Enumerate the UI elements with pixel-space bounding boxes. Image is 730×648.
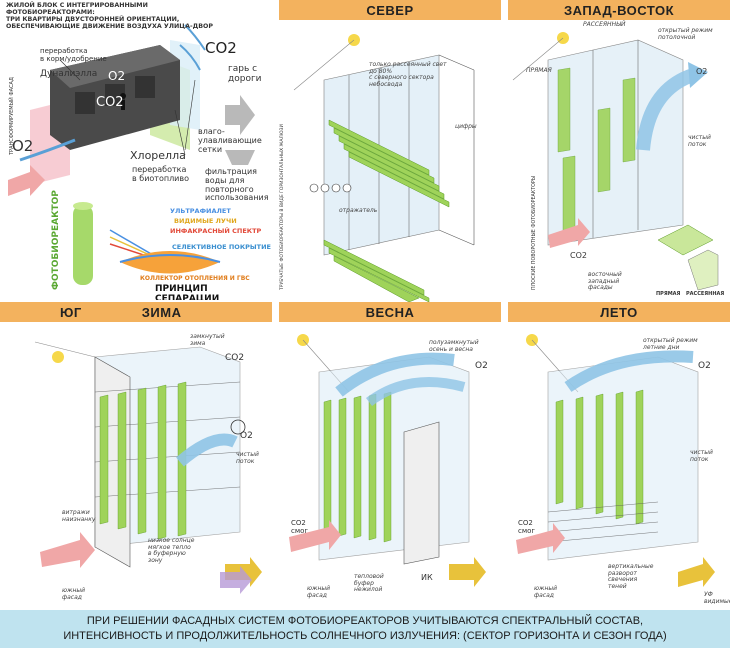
south-note-vit: витражи наизнанку	[62, 509, 96, 523]
o2-inside-label: O2	[108, 69, 126, 83]
south-note-closed: замкнутый зима	[190, 333, 225, 347]
summer-co2: CO2 смог	[518, 519, 536, 535]
footer-line-2: ИНТЕНСИВНОСТЬ И ПРОДОЛЖИТЕЛЬНОСТЬ СОЛНЕЧ…	[63, 630, 667, 642]
summer-panel: ЛЕТО открытый режим летние дни O2 чистый…	[508, 302, 730, 608]
we-side-label: ПЛОСКИЕ ПОВОРОТНЫЕ ФОТОБИОРЕАКТОРЫ	[532, 175, 537, 290]
west-east-header: ЗАПАД-ВОСТОК	[508, 0, 730, 20]
summer-o2: O2	[698, 361, 711, 371]
infrared-label: ИНФАКРАСНЫЙ СПЕКТР	[170, 227, 262, 235]
summer-note-uv: УФ видимые	[704, 591, 730, 605]
concept-title: ЖИЛОЙ БЛОК С ИНТЕГРИРОВАННЫМИ ФОТОБИОРЕА…	[6, 2, 213, 30]
filtration-label: фильтрация воды для повторного использов…	[205, 167, 269, 203]
spring-note-facade: южный фасад	[307, 585, 331, 599]
uv-label: УЛЬТРАФИАЛЕТ	[170, 207, 231, 215]
summer-note-shade: вертикальные разворот свечения теней	[608, 563, 654, 590]
north-note-diffuse: только рассеянный свет до 80% с северног…	[369, 61, 447, 88]
south-note-clean: чистый поток	[236, 451, 259, 465]
we-o2: O2	[696, 67, 708, 76]
separation-principle-label: ПРИНЦИП СЕПАРАЦИИ	[155, 284, 220, 300]
feed-processing-label: переработка в корм/удобрение	[40, 47, 107, 63]
co2-top-label: CO2	[205, 39, 237, 57]
pbr-label: ФОТОБИОРЕАКТОР	[51, 190, 61, 290]
spring-co2: CO2 смог	[291, 519, 309, 535]
concept-panel: ЖИЛОЙ БЛОК С ИНТЕГРИРОВАННЫМИ ФОТОБИОРЕА…	[0, 0, 272, 300]
we-co2: CO2	[570, 251, 587, 260]
chlorella-label: Хлорелла	[130, 149, 186, 162]
o2-left-label: O2	[12, 137, 34, 155]
we-note-facade: восточный западный фасады	[588, 271, 622, 292]
winter-header: ЗИМА	[141, 304, 182, 320]
summer-sketch	[516, 334, 715, 587]
west-east-panel: ЗАПАД-ВОСТОК РАССЕЯННЫЙ ПРЯМАЯ открытый …	[508, 0, 730, 302]
selective-coating-label: СЕЛЕКТИВНОЕ ПОКРЫТИЕ	[172, 243, 271, 251]
south-co2: CO2	[225, 353, 245, 363]
summer-note-clean: чистый поток	[690, 449, 713, 463]
north-sketch	[293, 34, 475, 302]
spring-panel: ВЕСНА полузамкнутый осень и весна O2 CO2…	[279, 302, 501, 608]
we-legend-diffuse: РАССЕЯННАЯ	[686, 291, 725, 297]
footer-line-1: ПРИ РЕШЕНИИ ФАСАДНЫХ СИСТЕМ ФОТОБИОРЕАКТ…	[86, 615, 644, 628]
summer-note-facade: южный фасад	[534, 585, 558, 599]
spring-sketch	[289, 334, 486, 587]
south-o2: O2	[240, 431, 253, 441]
mesh-label: влаго- улавливающие сетки	[198, 127, 262, 154]
south-winter-panel: ЮГ ЗИМА замкнутый зима CO2 O2 чистый пот…	[0, 302, 272, 608]
south-note-facade: южный фасад	[62, 587, 86, 601]
we-note-clean: чистый поток	[688, 134, 711, 148]
we-note-open: открытый режим потолочной	[658, 27, 713, 41]
summer-header: ЛЕТО	[508, 302, 730, 322]
north-note-figures: цифры	[455, 123, 477, 130]
summer-note-open: открытый режим летние дни	[643, 337, 698, 351]
north-header: СЕВЕР	[279, 0, 501, 20]
west-east-sketch	[512, 32, 719, 291]
co2-inside-label: CO2	[96, 95, 124, 110]
north-panel: СЕВЕР только рассеянны	[279, 0, 501, 302]
dunaliella-label: Дуналиэлла	[40, 69, 98, 79]
footer-caption: ПРИ РЕШЕНИИ ФАСАДНЫХ СИСТЕМ ФОТОБИОРЕАКТ…	[0, 610, 730, 648]
concept-illustration	[8, 24, 255, 285]
spring-header: ВЕСНА	[279, 302, 501, 322]
south-header: ЮГ	[60, 304, 82, 320]
biofuel-processing-label: переработка в биотопливо	[132, 165, 189, 183]
north-note-reflector: отражатель	[339, 207, 378, 214]
spring-o2: O2	[475, 361, 488, 371]
we-note-diffuse: РАССЕЯННЫЙ	[583, 21, 626, 28]
south-header-bar: ЮГ ЗИМА	[0, 302, 272, 322]
we-note-direct: ПРЯМАЯ	[526, 67, 552, 74]
collector-label: КОЛЛЕКТОР ОТОПЛЕНИЯ И ГВС	[140, 275, 250, 282]
spring-ik: ИК	[421, 573, 433, 582]
south-note-lowsun: низкое солнце мягкое тепло в буферную зо…	[148, 537, 195, 564]
spring-note-semi: полузамкнутый осень и весна	[429, 339, 479, 353]
south-winter-sketch	[34, 341, 262, 594]
north-side-label: ТРУБЧАТЫЕ ФОТОБИОРЕАКТОРЫ В ВИДЕ ГОРИЗОН…	[280, 124, 285, 290]
soot-label: гарь с дороги	[228, 64, 262, 84]
we-legend-direct: ПРЯМАЯ	[656, 291, 681, 297]
spring-note-buffer: тепловой буфер нежилой	[354, 573, 384, 594]
visible-light-label: ВИДИМЫЕ ЛУЧИ	[174, 217, 237, 225]
